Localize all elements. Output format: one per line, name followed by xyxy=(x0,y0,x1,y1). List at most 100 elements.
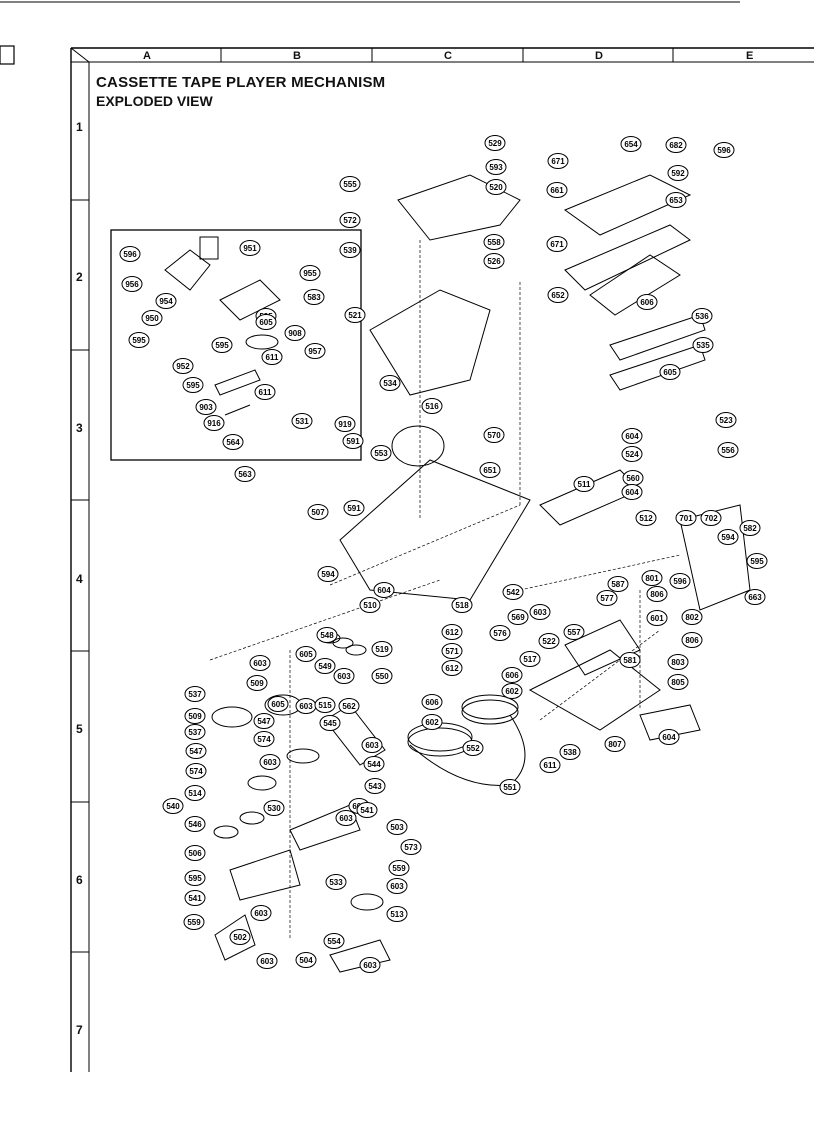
callout-number: 806 xyxy=(685,636,699,645)
part-callout: 603 xyxy=(256,953,278,969)
part-callout: 903 xyxy=(195,399,217,415)
part-callout: 509 xyxy=(246,675,268,691)
callout-number: 572 xyxy=(343,216,357,225)
callout-number: 682 xyxy=(669,141,683,150)
callout-number: 564 xyxy=(226,438,240,447)
part-callout: 569 xyxy=(507,609,529,625)
callout-number: 504 xyxy=(299,956,313,965)
callout-circle xyxy=(141,310,163,326)
callout-number: 595 xyxy=(215,341,229,350)
callout-number: 596 xyxy=(673,577,687,586)
callout-circle xyxy=(715,412,737,428)
callout-number: 603 xyxy=(339,814,353,823)
part-callout: 663 xyxy=(744,589,766,605)
part-callout: 504 xyxy=(295,952,317,968)
callout-circle xyxy=(182,377,204,393)
part-callout: 548 xyxy=(316,627,338,643)
callout-number: 603 xyxy=(363,961,377,970)
part-callout: 506 xyxy=(184,845,206,861)
callout-circle xyxy=(184,724,206,740)
callout-number: 603 xyxy=(533,608,547,617)
callout-circle xyxy=(441,643,463,659)
callout-number: 806 xyxy=(650,590,664,599)
callout-circle xyxy=(547,287,569,303)
part-callout: 547 xyxy=(185,743,207,759)
callout-number: 604 xyxy=(377,586,391,595)
part-callout: 802 xyxy=(681,609,703,625)
part-callout: 559 xyxy=(183,914,205,930)
part-callout: 612 xyxy=(441,624,463,640)
callout-circle xyxy=(359,957,381,973)
callout-circle xyxy=(183,914,205,930)
callout-circle xyxy=(675,510,697,526)
callout-number: 602 xyxy=(505,687,519,696)
column-label-c: C xyxy=(444,50,452,62)
callout-number: 520 xyxy=(489,183,503,192)
callout-number: 549 xyxy=(318,662,332,671)
part-callout: 603 xyxy=(335,810,357,826)
part-callout: 595 xyxy=(128,332,150,348)
callout-circle xyxy=(717,529,739,545)
callout-circle xyxy=(185,743,207,759)
part-callout: 956 xyxy=(121,276,143,292)
part-callout: 671 xyxy=(546,236,568,252)
callout-circle xyxy=(681,609,703,625)
part-callout: 544 xyxy=(363,756,385,772)
callout-number: 571 xyxy=(445,647,459,656)
callout-number: 526 xyxy=(487,257,501,266)
callout-number: 605 xyxy=(259,318,273,327)
callout-number: 653 xyxy=(669,196,683,205)
callout-number: 605 xyxy=(271,700,285,709)
callout-circle xyxy=(501,667,523,683)
part-callout: 543 xyxy=(364,778,386,794)
callout-number: 605 xyxy=(663,368,677,377)
part-callout: 570 xyxy=(483,427,505,443)
part-callout: 603 xyxy=(359,957,381,973)
callout-number: 535 xyxy=(696,341,710,350)
callout-number: 954 xyxy=(159,297,173,306)
callout-number: 605 xyxy=(299,650,313,659)
part-callout: 537 xyxy=(184,686,206,702)
callout-number: 604 xyxy=(662,733,676,742)
part-callout: 604 xyxy=(621,428,643,444)
callout-number: 577 xyxy=(600,594,614,603)
mechanism-parts xyxy=(164,174,751,973)
callout-number: 594 xyxy=(721,533,735,542)
callout-circle xyxy=(128,332,150,348)
part-callout: 577 xyxy=(596,590,618,606)
column-label-d: D xyxy=(595,50,603,62)
callout-circle xyxy=(184,708,206,724)
callout-circle xyxy=(371,641,393,657)
callout-circle xyxy=(546,182,568,198)
part-callout: 555 xyxy=(339,176,361,192)
callout-circle xyxy=(744,589,766,605)
part-callout: 602 xyxy=(501,683,523,699)
callout-circle xyxy=(692,337,714,353)
part-callout: 509 xyxy=(184,708,206,724)
callout-number: 604 xyxy=(625,432,639,441)
part-callout: 574 xyxy=(253,731,275,747)
callout-circle xyxy=(607,576,629,592)
callout-circle xyxy=(319,715,341,731)
callout-number: 663 xyxy=(748,593,762,602)
callout-circle xyxy=(462,740,484,756)
callout-circle xyxy=(717,442,739,458)
part-callout: 603 xyxy=(361,737,383,753)
row-label-2: 2 xyxy=(76,270,83,284)
part-callout: 507 xyxy=(307,504,329,520)
callout-circle xyxy=(691,308,713,324)
callout-circle xyxy=(485,179,507,195)
callout-circle xyxy=(255,314,277,330)
callout-circle xyxy=(421,398,443,414)
callout-circle xyxy=(344,307,366,323)
callout-circle xyxy=(162,798,184,814)
part-callout: 595 xyxy=(184,870,206,886)
callout-number: 556 xyxy=(721,446,735,455)
callout-number: 604 xyxy=(625,488,639,497)
part-callout: 596 xyxy=(669,573,691,589)
part-callout: 591 xyxy=(343,500,365,516)
callout-circle xyxy=(681,632,703,648)
callout-circle xyxy=(499,779,521,795)
part-callout: 594 xyxy=(717,529,739,545)
callout-number: 552 xyxy=(466,744,480,753)
